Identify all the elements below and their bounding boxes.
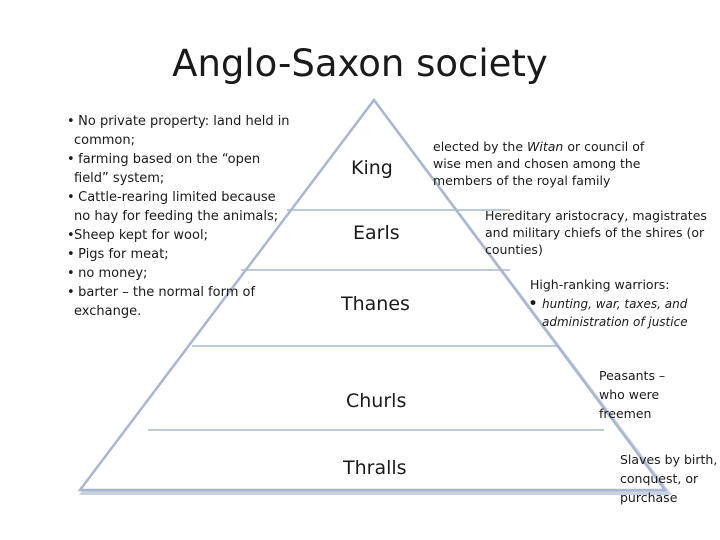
feature-item: • farming based on the “open field” syst…	[67, 152, 261, 186]
thanes-heading: High-ranking warriors:	[530, 277, 670, 292]
feature-item: • No private property: land held in comm…	[67, 114, 290, 148]
thanes-description: High-ranking warriors: •hunting, war, ta…	[528, 276, 718, 331]
thralls-description: Slaves by birth, conquest, or purchase	[620, 452, 718, 505]
feature-item: •Sheep kept for wool;	[67, 228, 208, 243]
feature-item: • Pigs for meat;	[67, 247, 169, 262]
rank-earls: Earls	[353, 222, 400, 244]
rank-thanes: Thanes	[341, 293, 410, 315]
earls-description: Hereditary aristocracy, magistrates and …	[485, 208, 707, 257]
churls-description: Peasants – who were freemen	[599, 368, 666, 421]
feature-item: • barter – the normal form of exchange.	[67, 285, 256, 319]
witan-term: Witan	[527, 139, 564, 154]
society-features-list: • No private property: land held in comm…	[60, 112, 290, 321]
page-title: Anglo-Saxon society	[172, 42, 548, 85]
rank-churls: Churls	[346, 390, 407, 412]
feature-item: • no money;	[67, 266, 148, 281]
pyramid-outline	[77, 97, 668, 492]
feature-item: • Cattle-rearing limited because no hay …	[67, 190, 279, 224]
thanes-bullet: •	[528, 294, 539, 314]
rank-king: King	[351, 157, 393, 179]
thanes-detail: hunting, war, taxes, and administration …	[542, 297, 688, 329]
rank-thralls: Thralls	[343, 457, 407, 479]
king-description: elected by the Witan or council of wise …	[433, 139, 645, 188]
